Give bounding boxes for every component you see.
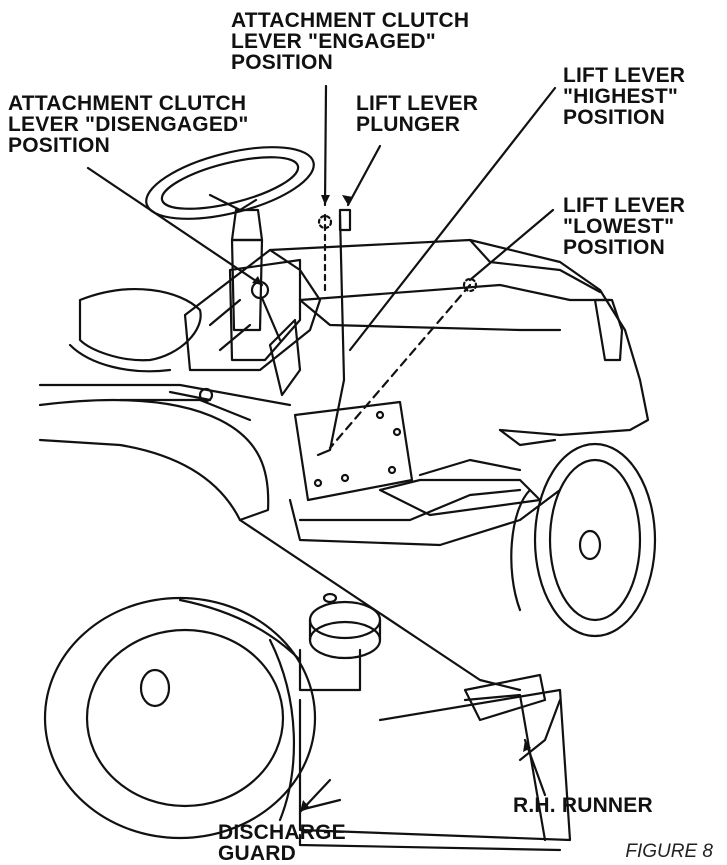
front-wheel [43, 596, 317, 840]
label-lift-highest: LIFT LEVER "HIGHEST" POSITION [563, 64, 686, 129]
discharge-guard [298, 688, 572, 842]
mower-deck [238, 518, 522, 692]
leader-engaged [323, 84, 328, 207]
hood [268, 238, 650, 437]
rh-runner [463, 673, 547, 722]
steering-wheel [145, 146, 315, 220]
leader-plunger [346, 144, 382, 207]
clutch-lever-disengaged [268, 318, 302, 397]
steering-column [230, 238, 264, 332]
fender [38, 398, 270, 522]
leader-disengaged [86, 166, 264, 287]
figure-caption: FIGURE 8 [625, 841, 713, 862]
label-lift-plunger: LIFT LEVER PLUNGER [356, 92, 479, 136]
label-discharge-guard: DISCHARGE GUARD [218, 821, 346, 865]
lift-lever [316, 213, 346, 457]
rear-wheel [533, 442, 657, 638]
label-rh-runner: R.H. RUNNER [513, 794, 653, 817]
label-clutch-engaged: ATTACHMENT CLUTCH LEVER "ENGAGED" POSITI… [231, 9, 470, 74]
leader-lowest [468, 208, 555, 282]
label-clutch-disengaged: ATTACHMENT CLUTCH LEVER "DISENGAGED" POS… [8, 92, 249, 157]
pulley [308, 600, 382, 640]
dash-panel [183, 248, 322, 372]
leader-highest [348, 86, 557, 352]
seat [78, 288, 202, 362]
label-lift-lowest: LIFT LEVER "LOWEST" POSITION [563, 194, 686, 259]
